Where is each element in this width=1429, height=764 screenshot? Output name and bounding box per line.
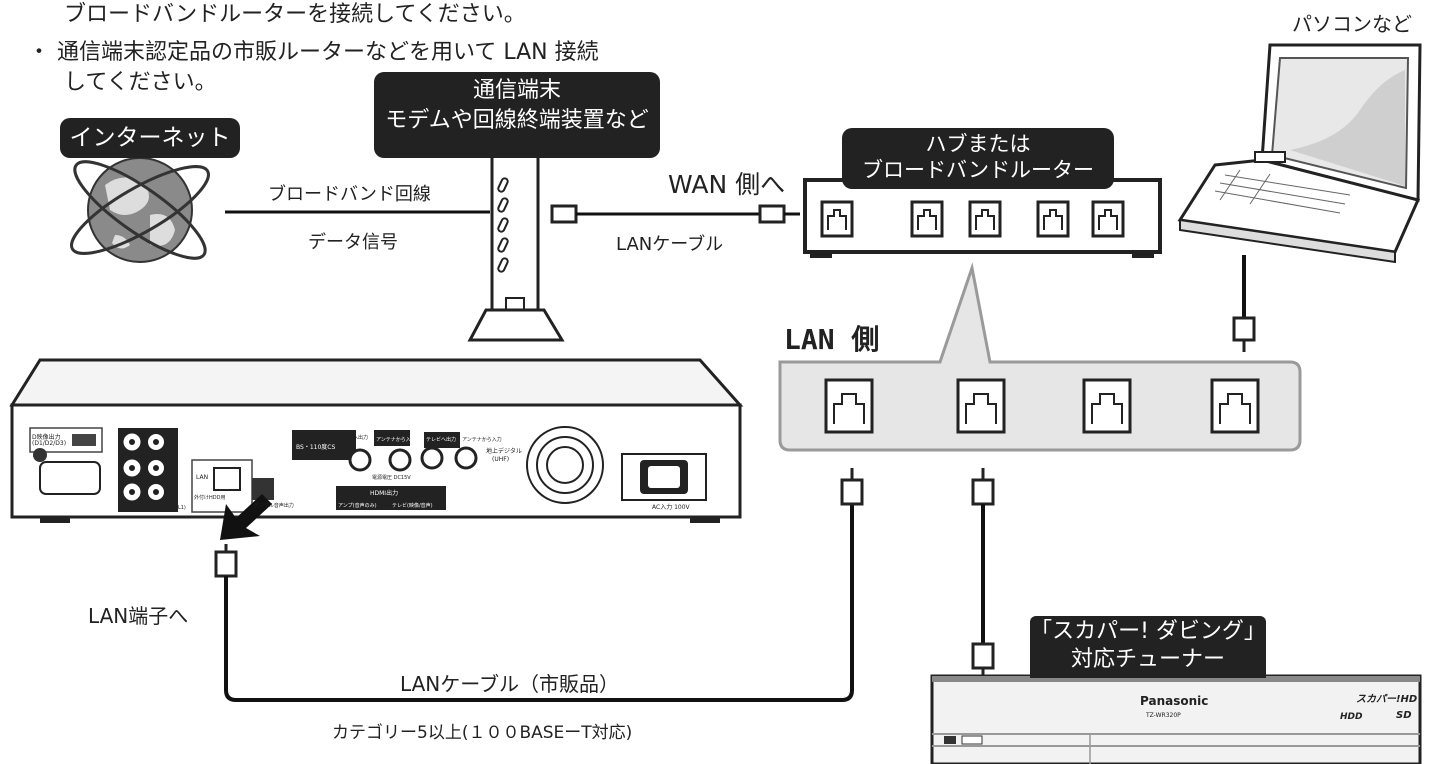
right-label: 右 xyxy=(168,492,175,499)
broadband-label: ブロードバンド回線 xyxy=(268,184,431,205)
recorder-device xyxy=(9,358,744,540)
terminal-label-line1: 通信端末 xyxy=(472,78,561,103)
pc-label: パソコンなど xyxy=(1292,12,1412,36)
tuner-model: TZ-WR320P xyxy=(1146,712,1181,719)
tuner-label: 「スカパー! ダビング」 対応チューナー xyxy=(1030,616,1266,678)
lan-side-label: LAN 側 xyxy=(784,323,880,356)
power-supply-label: 電源電圧 DC15V xyxy=(372,475,411,481)
skyperfect-logo: スカパー!HD xyxy=(1356,694,1418,705)
tuner-label-line1: 「スカパー! ダビング」 xyxy=(1030,619,1266,644)
tv-hdmi-label: テレビ(映像/音声) xyxy=(392,503,433,509)
audio-label: 音声 xyxy=(166,478,179,485)
left-label: 左 xyxy=(168,464,175,471)
tv-out2-label: テレビへ出力 xyxy=(338,435,369,441)
amp-label: アンプ(音声のみ) xyxy=(338,503,377,509)
tv-out3-label: テレビへ出力 xyxy=(426,437,457,443)
tuner-label-line2: 対応チューナー xyxy=(1070,647,1225,672)
hdd-logo: HDD xyxy=(1340,712,1363,722)
laptop-icon xyxy=(1177,43,1422,264)
lan-port-tag: LAN xyxy=(196,474,209,481)
recorder-lan-cable xyxy=(214,468,864,702)
category-label: カテゴリー5以上(１００BASEーT対応) xyxy=(332,723,633,743)
uhf-label: (UHF) xyxy=(492,456,510,463)
intro-line-3: してください。 xyxy=(64,70,217,95)
d-out-sub-label: (D1/D2/D3) xyxy=(32,440,67,447)
tuner-brand: Panasonic xyxy=(1140,694,1209,708)
intro-line-1: ブロードバンドルーターを接続してください。 xyxy=(64,2,526,27)
lan-port-label: LAN端子へ xyxy=(88,604,189,628)
tuner-lan-cable xyxy=(971,468,995,676)
hub-icon xyxy=(803,178,1162,258)
ant-in-label: アンテナから入力 xyxy=(376,437,416,443)
terrestrial-label: 地上デジタル xyxy=(486,448,522,455)
d-out-label: D映像出力 xyxy=(32,434,61,441)
hdmi-label: HDMI出力 xyxy=(370,490,399,497)
modem-icon xyxy=(467,148,565,342)
internet-label: インターネット xyxy=(60,118,240,158)
intro-line-2: ・ 通信端末認定品の市販ルーターなどを用いて LAN 接続 xyxy=(28,40,599,65)
optical-label: デジタル音声出力 xyxy=(254,503,294,509)
tv-out-label: テレビへ出力 xyxy=(118,505,149,511)
bs-label: BS・110度CS xyxy=(296,444,336,451)
wan-label: WAN 側へ xyxy=(668,170,786,199)
lan-cable-label: LANケーブル xyxy=(616,234,724,255)
ext-in-label: 外部から入力(L1) xyxy=(146,505,186,511)
ant-in2-label: アンテナから入力 xyxy=(462,437,502,443)
hub-label-line1: ハブまたは xyxy=(925,132,1031,156)
lan-side-panel xyxy=(778,262,1302,452)
video-label: 映像 xyxy=(166,438,179,445)
ext-hdd-label: 外付けHDD用 xyxy=(194,495,226,501)
terminal-label: 通信端末 モデムや回線終端装置など xyxy=(374,72,660,158)
sd-logo: SD xyxy=(1396,710,1412,721)
laptop-lan-cable xyxy=(1232,255,1256,352)
globe-icon xyxy=(70,157,210,263)
terminal-label-line2: モデムや回線終端装置など xyxy=(385,108,649,133)
lan-cable-retail-label: LANケーブル（市販品） xyxy=(400,672,620,696)
data-signal-label: データ信号 xyxy=(308,232,398,253)
hub-label: ハブまたは ブロードバンドルーター xyxy=(842,128,1114,189)
wan-cable xyxy=(550,204,800,224)
hub-label-line2: ブロードバンドルーター xyxy=(861,158,1095,182)
tuner-device xyxy=(930,674,1422,764)
ac-label: AC入力 100V xyxy=(652,504,690,511)
